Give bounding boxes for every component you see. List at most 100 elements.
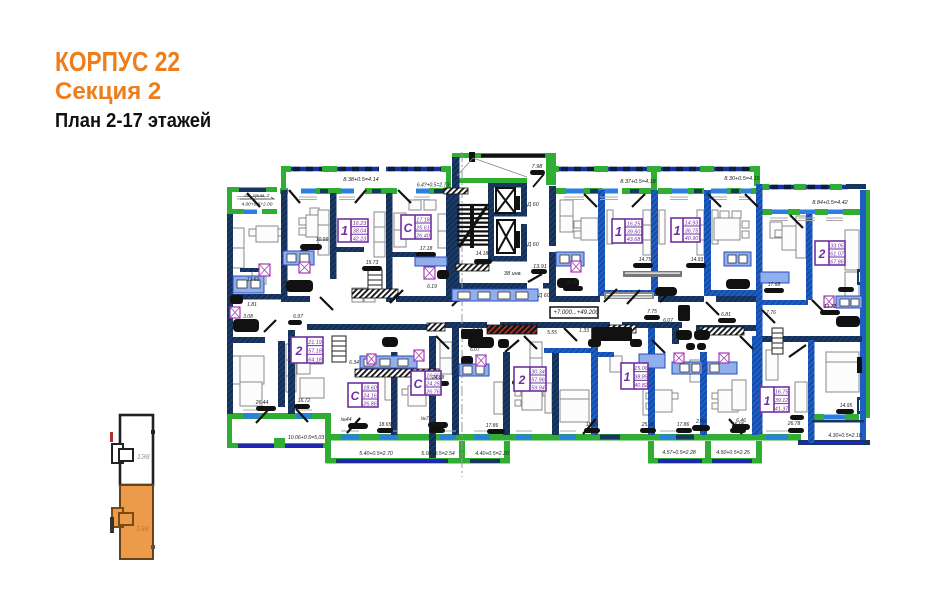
svg-text:5.40+0.5=2.70: 5.40+0.5=2.70	[359, 451, 393, 457]
svg-text:17.18: 17.18	[420, 246, 433, 252]
svg-text:Д 60: Д 60	[526, 242, 539, 248]
svg-text:25.61: 25.61	[415, 226, 430, 232]
svg-text:16.25: 16.25	[627, 222, 641, 228]
svg-text:2.77: 2.77	[471, 328, 482, 334]
svg-text:40.90: 40.90	[685, 236, 699, 242]
svg-text:38.04: 38.04	[353, 229, 367, 235]
svg-text:1Э8: 1Э8	[136, 526, 149, 533]
svg-text:8.37+0.5=4.18: 8.37+0.5=4.18	[620, 179, 656, 185]
svg-text:4.57+0.5=2.28: 4.57+0.5=2.28	[662, 450, 696, 456]
svg-text:13.71: 13.71	[824, 304, 837, 310]
svg-text:3.08: 3.08	[243, 314, 253, 320]
svg-text:15.73: 15.73	[366, 260, 379, 266]
svg-text:43.68: 43.68	[627, 237, 641, 243]
svg-text:4.00+0.5+2.00: 4.00+0.5+2.00	[242, 202, 273, 208]
svg-text:21.19: 21.19	[307, 340, 322, 346]
svg-text:7.75: 7.75	[647, 309, 657, 315]
svg-text:см. прим. 2: см. прим. 2	[245, 193, 270, 199]
svg-text:Д 60: Д 60	[537, 293, 550, 299]
svg-text:18.65: 18.65	[586, 422, 599, 428]
svg-text:26.40: 26.40	[415, 234, 430, 240]
svg-text:33.05: 33.05	[830, 244, 844, 250]
svg-text:25.06: 25.06	[641, 422, 655, 428]
svg-text:2: 2	[518, 373, 526, 387]
svg-text:1.33: 1.33	[579, 328, 589, 334]
svg-text:10.99: 10.99	[316, 237, 329, 243]
svg-text:40.82: 40.82	[634, 383, 648, 389]
svg-text:1: 1	[341, 223, 348, 238]
svg-text:10.06+0.5=5.03: 10.06+0.5=5.03	[288, 435, 324, 441]
svg-text:6.34: 6.34	[349, 360, 359, 366]
svg-text:26.76: 26.76	[425, 390, 440, 396]
svg-text:30.34: 30.34	[531, 370, 545, 376]
svg-text:8.05: 8.05	[362, 326, 372, 332]
svg-text:17.86: 17.86	[486, 423, 499, 429]
svg-text:38 инв.: 38 инв.	[504, 271, 522, 277]
svg-text:18.65: 18.65	[379, 422, 392, 428]
svg-text:17.18: 17.18	[416, 218, 430, 224]
svg-text:15.06: 15.06	[732, 422, 745, 428]
svg-text:4.50+0.5=2.25: 4.50+0.5=2.25	[716, 450, 750, 456]
svg-text:5.55: 5.55	[547, 330, 557, 336]
svg-text:1.81: 1.81	[247, 302, 257, 308]
svg-text:14.93: 14.93	[685, 221, 699, 227]
svg-text:41.37: 41.37	[775, 407, 789, 413]
svg-text:+7.000...+49.200: +7.000...+49.200	[553, 310, 599, 316]
svg-text:14.95: 14.95	[840, 403, 853, 409]
svg-text:15.06: 15.06	[634, 366, 648, 372]
svg-text:С: С	[414, 377, 423, 391]
svg-text:42.23: 42.23	[353, 236, 367, 242]
svg-text:17.86: 17.86	[677, 422, 690, 428]
svg-text:59.94: 59.94	[531, 386, 545, 392]
svg-text:8.30+0.5=4.15: 8.30+0.5=4.15	[724, 176, 760, 182]
svg-text:26.44: 26.44	[255, 400, 269, 406]
svg-text:64.18: 64.18	[308, 358, 322, 364]
svg-text:6.07: 6.07	[470, 347, 480, 353]
svg-text:13.91: 13.91	[533, 264, 547, 270]
svg-text:6.46: 6.46	[736, 418, 746, 424]
svg-text:26.86: 26.86	[362, 402, 377, 408]
svg-text:16.72: 16.72	[298, 398, 311, 404]
svg-text:38.85: 38.85	[634, 375, 648, 381]
svg-text:24.16: 24.16	[362, 394, 377, 400]
svg-text:18.60: 18.60	[363, 386, 377, 392]
svg-text:№72: №72	[421, 416, 432, 422]
svg-text:13.61: 13.61	[247, 277, 260, 283]
svg-text:8.38+0.5=4.14: 8.38+0.5=4.14	[343, 177, 378, 183]
svg-text:24.25: 24.25	[425, 382, 440, 388]
svg-text:Д 60: Д 60	[526, 202, 539, 208]
svg-text:7.76: 7.76	[766, 310, 776, 316]
svg-text:24.68: 24.68	[431, 375, 445, 381]
svg-text:14.93: 14.93	[691, 257, 704, 263]
svg-text:6.97: 6.97	[293, 314, 303, 320]
svg-text:67.86: 67.86	[830, 260, 844, 266]
svg-text:11.80: 11.80	[567, 280, 579, 286]
svg-text:2: 2	[295, 344, 303, 358]
svg-text:57.18: 57.18	[308, 349, 322, 355]
svg-text:26.66: 26.66	[430, 422, 444, 428]
svg-text:57.96: 57.96	[531, 378, 545, 384]
svg-text:6.07: 6.07	[663, 318, 673, 324]
svg-text:С: С	[351, 389, 360, 403]
svg-text:1: 1	[624, 370, 631, 384]
svg-text:16.75: 16.75	[775, 390, 789, 396]
svg-text:6.4?+0.5=2.73: 6.4?+0.5=2.73	[417, 183, 449, 189]
svg-text:39.50: 39.50	[627, 229, 641, 235]
svg-text:1: 1	[673, 223, 680, 238]
svg-text:1: 1	[615, 224, 622, 239]
svg-text:61.07: 61.07	[830, 252, 844, 258]
svg-text:6.19: 6.19	[427, 284, 437, 290]
svg-text:26.78: 26.78	[787, 421, 801, 427]
svg-text:1: 1	[764, 394, 771, 408]
svg-text:№44: №44	[341, 417, 352, 423]
svg-text:6.81: 6.81	[721, 312, 731, 318]
svg-text:36.75: 36.75	[685, 228, 699, 234]
svg-text:14.18: 14.18	[476, 251, 489, 257]
svg-text:16.23: 16.23	[353, 221, 367, 227]
svg-text:С: С	[404, 221, 413, 235]
svg-text:16.66: 16.66	[426, 374, 440, 380]
svg-text:1Э8: 1Э8	[137, 454, 150, 461]
svg-text:17.68: 17.68	[768, 282, 781, 288]
svg-text:39.12: 39.12	[775, 398, 789, 404]
svg-text:8.84+0.5=4.42: 8.84+0.5=4.42	[812, 200, 847, 206]
